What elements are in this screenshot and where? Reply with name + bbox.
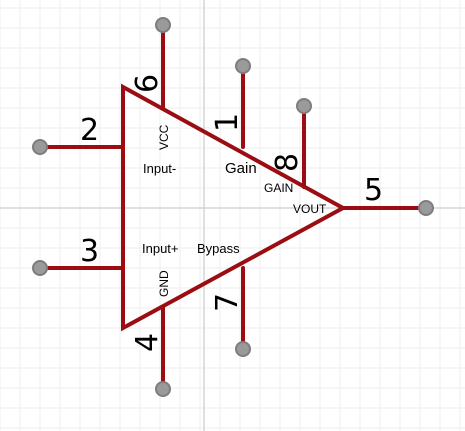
pin-1-endpoint[interactable] (235, 58, 251, 74)
pin-number-6: 6 (130, 74, 165, 93)
gnd-label: GND (157, 270, 171, 297)
pin-number-3: 3 (80, 234, 99, 269)
pin-number-8: 8 (270, 153, 305, 172)
pin-wires (38, 23, 428, 391)
pin-number-4: 4 (130, 333, 165, 352)
pin-endpoints (32, 17, 434, 397)
pin-number-5: 5 (364, 173, 383, 208)
pin-4-endpoint[interactable] (155, 381, 171, 397)
pin-3-endpoint[interactable] (32, 260, 48, 276)
pin-2-endpoint[interactable] (32, 139, 48, 155)
input-plus-label: Input+ (142, 241, 179, 256)
pin-number-1: 1 (210, 113, 245, 132)
pin-6-endpoint[interactable] (155, 17, 171, 33)
amplifier-triangle (121, 83, 348, 332)
gain-pin-label: GAIN (264, 181, 293, 195)
pin-number-7: 7 (210, 293, 245, 312)
input-minus-label: Input- (143, 161, 176, 176)
bypass-label: Bypass (197, 241, 240, 256)
pin-8-endpoint[interactable] (296, 98, 312, 114)
vcc-label: VCC (157, 124, 171, 150)
gain-label: Gain (225, 160, 257, 177)
pin-number-2: 2 (80, 113, 99, 148)
pin-5-endpoint[interactable] (418, 200, 434, 216)
pin-7-endpoint[interactable] (235, 341, 251, 357)
vout-label: VOUT (293, 202, 327, 216)
